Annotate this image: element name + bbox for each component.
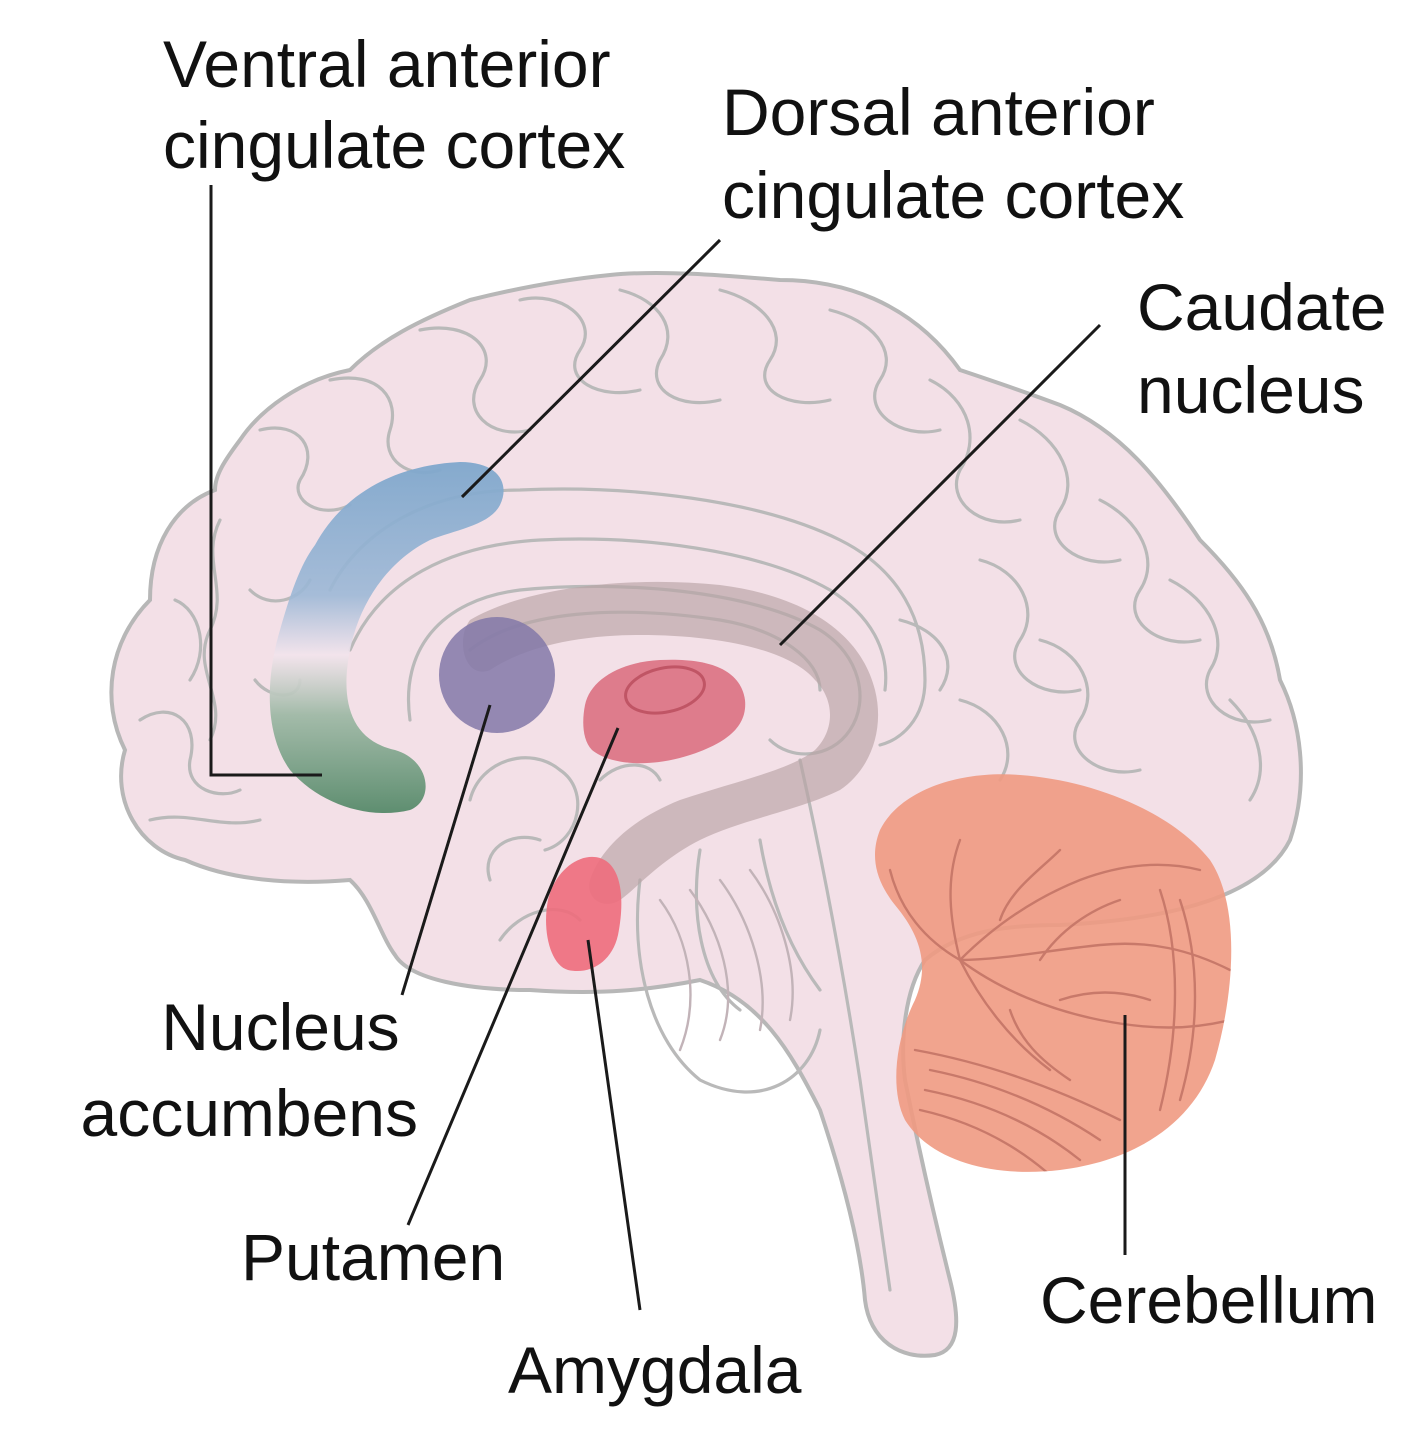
leader-nucleus-accumbens — [400, 704, 492, 996]
leader-caudate — [778, 323, 1102, 647]
amygdala-region — [546, 856, 622, 972]
label-cerebellum: Cerebellum — [1040, 1263, 1377, 1337]
leader-dorsal-acc — [460, 238, 722, 499]
label-caudate-nucleus: Caudate nucleus — [1137, 270, 1401, 427]
label-amygdala: Amygdala — [508, 1333, 802, 1407]
cerebellum-region — [875, 774, 1232, 1172]
label-putamen: Putamen — [241, 1220, 505, 1294]
label-nucleus-accumbens: Nucleus accumbens — [80, 990, 418, 1150]
leader-lines — [209, 185, 1127, 1311]
leader-putamen — [406, 727, 620, 1226]
leader-amygdala — [586, 939, 642, 1311]
label-ventral-acc: Ventral anterior cingulate cortex — [163, 27, 629, 182]
caudate-nucleus-region — [462, 581, 879, 904]
leader-ventral-acc — [209, 185, 322, 777]
anterior-cingulate-region — [269, 462, 504, 814]
label-dorsal-acc: Dorsal anterior cingulate cortex — [722, 75, 1184, 232]
nucleus-accumbens-region — [439, 617, 555, 733]
